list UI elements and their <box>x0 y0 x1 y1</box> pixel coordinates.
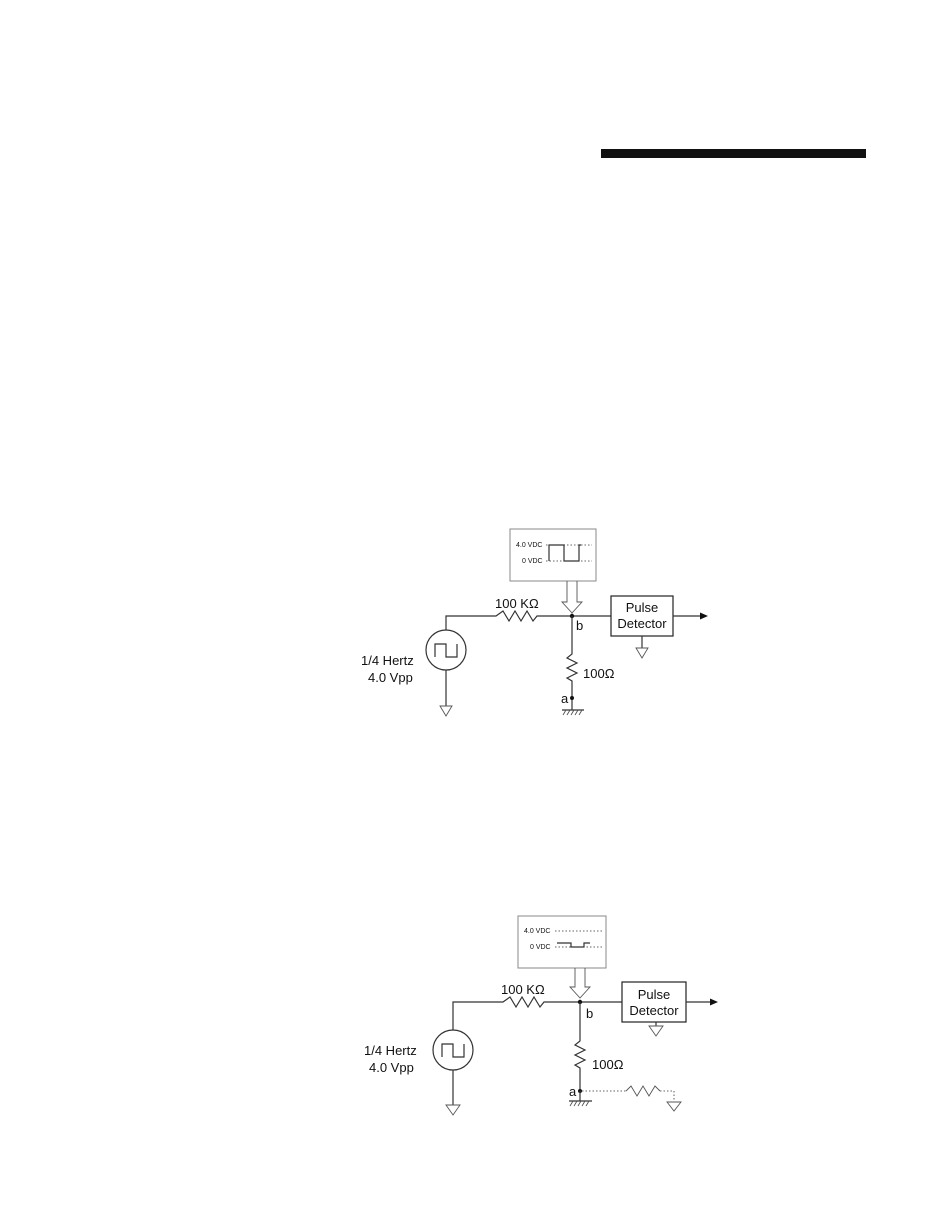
node-b-label: b <box>576 618 583 633</box>
series-wire <box>446 611 611 630</box>
source-ground-icon <box>440 706 452 716</box>
detector-ground-icon <box>649 1026 663 1036</box>
ground-loop-ground-icon <box>667 1102 681 1111</box>
chassis-ground <box>562 710 584 715</box>
scope-inset: 4.0 VDC 0 VDC <box>510 529 596 581</box>
node-a-dot <box>570 696 574 700</box>
shunt-resistor-label: 100Ω <box>583 666 615 681</box>
scope-high-label: 4.0 VDC <box>524 928 550 935</box>
source-amplitude-label: 4.0 Vpp <box>369 1060 414 1075</box>
scope-high-label: 4.0 VDC <box>516 542 542 549</box>
source-frequency-label: 1/4 Hertz <box>361 653 414 668</box>
detector-ground-icon <box>636 648 648 658</box>
circuit-diagram-bottom: 4.0 VDC 0 VDC 100 KΩ b 100Ω a 1/4 Hertz … <box>0 908 950 1123</box>
probe-arrow <box>570 968 590 998</box>
node-b-label: b <box>586 1006 593 1021</box>
series-resistor-label: 100 KΩ <box>501 982 545 997</box>
detector-label-line1: Pulse <box>626 600 659 615</box>
series-resistor-label: 100 KΩ <box>495 596 539 611</box>
node-a-label: a <box>569 1084 577 1099</box>
source-ground-icon <box>446 1105 460 1115</box>
detector-label-line2: Detector <box>617 616 667 631</box>
detector-label-line1: Pulse <box>638 987 671 1002</box>
scope-low-label: 0 VDC <box>522 558 543 565</box>
output-arrow <box>710 999 718 1006</box>
shunt-wire <box>575 1002 585 1092</box>
scope-inset: 4.0 VDC 0 VDC <box>518 916 606 968</box>
probe-arrow <box>562 581 582 613</box>
chassis-ground <box>569 1101 592 1106</box>
source-amplitude-label: 4.0 Vpp <box>368 670 413 685</box>
series-wire <box>453 997 622 1030</box>
source-waveform-icon <box>435 644 457 657</box>
shunt-resistor-label: 100Ω <box>592 1057 624 1072</box>
circuit-diagram-top: 4.0 VDC 0 VDC 100 KΩ b 100Ω a 1/4 Hertz … <box>0 520 950 730</box>
ground-loop-resistor <box>626 1086 660 1096</box>
output-arrow <box>700 613 708 620</box>
scope-low-label: 0 VDC <box>530 944 551 951</box>
source-frequency-label: 1/4 Hertz <box>364 1043 417 1058</box>
header-rule <box>601 149 866 158</box>
detector-label-line2: Detector <box>629 1003 679 1018</box>
node-a-label: a <box>561 691 569 706</box>
source-waveform-icon <box>442 1044 464 1057</box>
